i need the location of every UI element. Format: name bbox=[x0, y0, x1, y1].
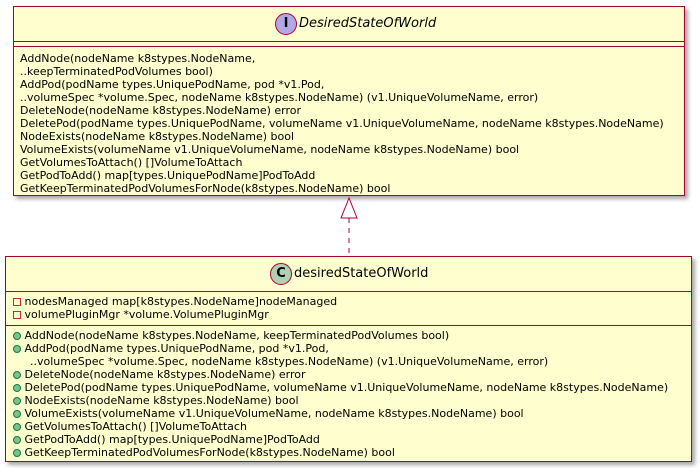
interface-method-text: GetKeepTerminatedPodVolumesForNode(k8sty… bbox=[20, 182, 391, 195]
interface-method: ..keepTerminatedPodVolumes bool) bbox=[20, 65, 678, 78]
class-method-text: GetPodToAdd() map[types.UniquePodName]Po… bbox=[24, 433, 320, 446]
class-method-text: AddPod(podName types.UniquePodName, pod … bbox=[24, 342, 329, 355]
class-method-text: DeleteNode(nodeName k8stypes.NodeName) e… bbox=[24, 368, 306, 381]
class-methods-section: AddNode(nodeName k8stypes.NodeName, keep… bbox=[6, 325, 691, 463]
interface-method: AddPod(podName types.UniquePodName, pod … bbox=[20, 78, 678, 91]
class-stereotype-icon: C bbox=[270, 263, 292, 285]
class-title: desiredStateOfWorld bbox=[294, 266, 429, 281]
class-field-text: volumePluginMgr *volume.VolumePluginMgr bbox=[24, 308, 269, 321]
interface-method-text: AddNode(nodeName k8stypes.NodeName, bbox=[20, 52, 256, 65]
class-method: GetPodToAdd() map[types.UniquePodName]Po… bbox=[12, 433, 685, 446]
class-method-text: VolumeExists(volumeName v1.UniqueVolumeN… bbox=[24, 407, 524, 420]
class-method: AddPod(podName types.UniquePodName, pod … bbox=[12, 342, 685, 355]
interface-stereotype-icon: I bbox=[275, 13, 297, 35]
class-header: C desiredStateOfWorld bbox=[6, 257, 691, 292]
interface-methods-section: AddNode(nodeName k8stypes.NodeName,..kee… bbox=[14, 46, 684, 199]
interface-method-text: AddPod(podName types.UniquePodName, pod … bbox=[20, 78, 325, 91]
interface-method-text: VolumeExists(volumeName v1.UniqueVolumeN… bbox=[20, 143, 520, 156]
interface-method-text: GetVolumesToAttach() []VolumeToAttach bbox=[20, 156, 243, 169]
interface-method-text: DeleteNode(nodeName k8stypes.NodeName) e… bbox=[20, 104, 302, 117]
class-field-text: nodesManaged map[k8stypes.NodeName]nodeM… bbox=[24, 295, 338, 308]
class-method: GetVolumesToAttach() []VolumeToAttach bbox=[12, 420, 685, 433]
realization-arrowhead bbox=[340, 196, 358, 219]
interface-method: AddNode(nodeName k8stypes.NodeName, bbox=[20, 52, 678, 65]
class-method: DeletePod(podName types.UniquePodName, v… bbox=[12, 381, 685, 394]
interface-method-text: ..volumeSpec *volume.Spec, nodeName k8st… bbox=[20, 91, 539, 104]
class-method: NodeExists(nodeName k8stypes.NodeName) b… bbox=[12, 394, 685, 407]
class-method-text: ..volumeSpec *volume.Spec, nodeName k8st… bbox=[30, 355, 549, 368]
interface-method: GetPodToAdd() map[types.UniquePodName]Po… bbox=[20, 169, 678, 182]
interface-method-text: GetPodToAdd() map[types.UniquePodName]Po… bbox=[20, 169, 316, 182]
class-method: AddNode(nodeName k8stypes.NodeName, keep… bbox=[12, 329, 685, 342]
class-desired-state-of-world[interactable]: C desiredStateOfWorld nodesManaged map[k… bbox=[5, 256, 692, 462]
class-method: ..volumeSpec *volume.Spec, nodeName k8st… bbox=[12, 355, 685, 368]
interface-desired-state-of-world[interactable]: I DesiredStateOfWorld AddNode(nodeName k… bbox=[13, 6, 685, 196]
interface-method: GetKeepTerminatedPodVolumesForNode(k8sty… bbox=[20, 182, 678, 195]
interface-method: VolumeExists(volumeName v1.UniqueVolumeN… bbox=[20, 143, 678, 156]
interface-method: NodeExists(nodeName k8stypes.NodeName) b… bbox=[20, 130, 678, 143]
interface-method-text: DeletePod(podName types.UniquePodName, v… bbox=[20, 117, 664, 130]
class-field: nodesManaged map[k8stypes.NodeName]nodeM… bbox=[12, 295, 685, 308]
class-method: VolumeExists(volumeName v1.UniqueVolumeN… bbox=[12, 407, 685, 420]
class-field: volumePluginMgr *volume.VolumePluginMgr bbox=[12, 308, 685, 321]
class-method: DeleteNode(nodeName k8stypes.NodeName) e… bbox=[12, 368, 685, 381]
class-method-text: NodeExists(nodeName k8stypes.NodeName) b… bbox=[24, 394, 299, 407]
class-fields-section: nodesManaged map[k8stypes.NodeName]nodeM… bbox=[6, 292, 691, 325]
interface-title: DesiredStateOfWorld bbox=[299, 16, 437, 31]
interface-method: DeletePod(podName types.UniquePodName, v… bbox=[20, 117, 678, 130]
interface-method-text: NodeExists(nodeName k8stypes.NodeName) b… bbox=[20, 130, 295, 143]
class-method-text: GetVolumesToAttach() []VolumeToAttach bbox=[24, 420, 247, 433]
interface-method: DeleteNode(nodeName k8stypes.NodeName) e… bbox=[20, 104, 678, 117]
class-method-text: AddNode(nodeName k8stypes.NodeName, keep… bbox=[24, 329, 450, 342]
interface-method: ..volumeSpec *volume.Spec, nodeName k8st… bbox=[20, 91, 678, 104]
interface-header: I DesiredStateOfWorld bbox=[14, 7, 684, 42]
class-method-text: DeletePod(podName types.UniquePodName, v… bbox=[24, 381, 669, 394]
interface-method-text: ..keepTerminatedPodVolumes bool) bbox=[20, 65, 213, 78]
interface-method: GetVolumesToAttach() []VolumeToAttach bbox=[20, 156, 678, 169]
class-method: GetKeepTerminatedPodVolumesForNode(k8sty… bbox=[12, 446, 685, 459]
class-method-text: GetKeepTerminatedPodVolumesForNode(k8sty… bbox=[24, 446, 395, 459]
